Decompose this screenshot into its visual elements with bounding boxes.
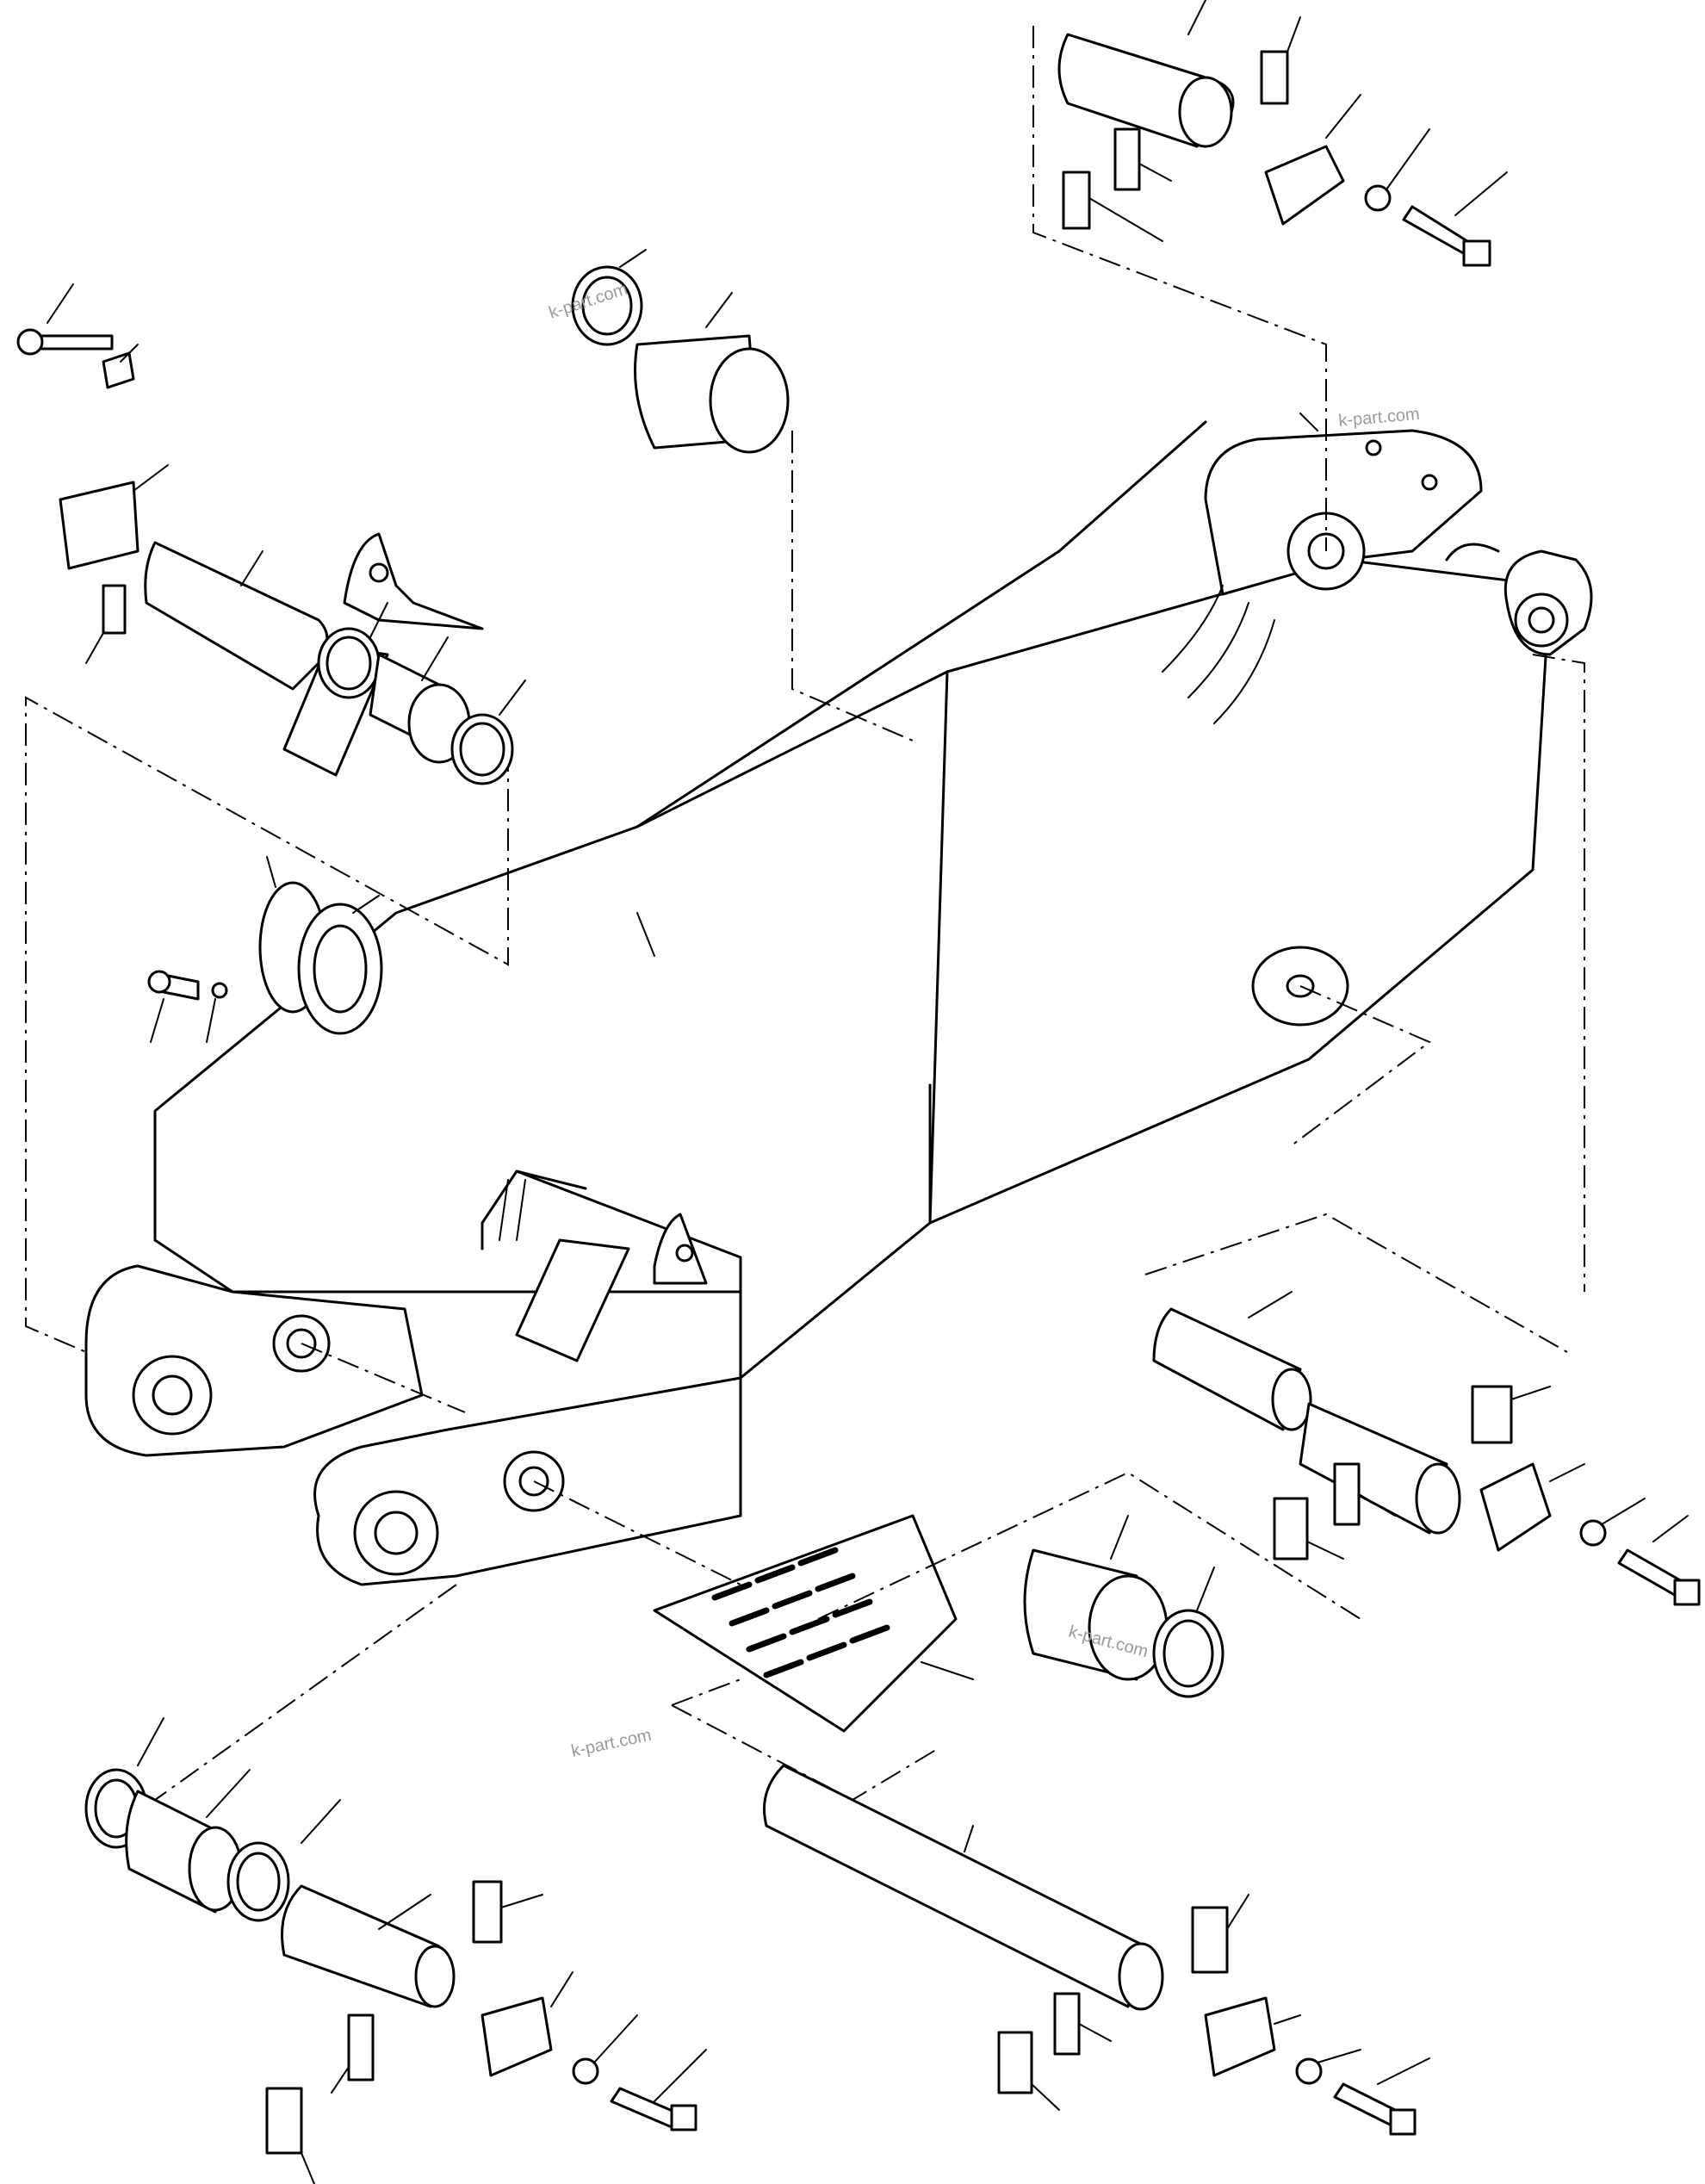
watermark-4: k-part.com bbox=[569, 1726, 653, 1761]
shim-plate bbox=[653, 1514, 974, 1733]
key-block-2 bbox=[1062, 171, 1091, 230]
key-block-3 bbox=[1471, 1385, 1513, 1444]
key-block-6 bbox=[997, 2031, 1033, 2094]
pin-2 bbox=[1152, 1307, 1302, 1431]
key-plate-3 bbox=[1333, 1462, 1361, 1526]
lock-plate-3 bbox=[1479, 1462, 1552, 1552]
lock-plate-1 bbox=[1264, 145, 1345, 226]
key-block-7 bbox=[472, 1880, 503, 1944]
lock-washer bbox=[102, 351, 135, 389]
key-block-1 bbox=[1260, 50, 1289, 105]
pin-3 bbox=[1299, 1402, 1448, 1535]
upper-bushing-assembly bbox=[571, 249, 790, 454]
frame-leader-lines bbox=[636, 413, 1318, 957]
boom-frame bbox=[84, 420, 1593, 1586]
key-block-5 bbox=[1191, 1906, 1229, 1974]
upper-left-pin-assembly bbox=[16, 283, 526, 785]
lock-plate-5 bbox=[480, 1996, 553, 2077]
watermark-2: k-part.com bbox=[1338, 405, 1421, 431]
washer bbox=[211, 982, 228, 999]
right-middle-pin-assembly bbox=[1152, 1291, 1701, 1606]
key-plate-2 bbox=[102, 584, 127, 635]
top-right-pin-assembly bbox=[1057, 0, 1508, 267]
middle-bushing-assembly bbox=[1023, 1515, 1224, 1698]
pin-5 bbox=[281, 1884, 441, 2008]
lock-plate-4 bbox=[1204, 1996, 1276, 2077]
long-pin-assembly bbox=[763, 1764, 1430, 2136]
key-block-8 bbox=[265, 2087, 303, 2155]
key-plate-1 bbox=[1113, 127, 1141, 191]
pin-4 bbox=[763, 1764, 1147, 2008]
side-cover-assembly bbox=[147, 856, 383, 1043]
key-plate-5 bbox=[347, 2013, 375, 2082]
bottom-left-pin-assembly bbox=[84, 1717, 707, 2184]
pin-1 bbox=[144, 541, 329, 691]
key-plate-4 bbox=[1053, 1992, 1081, 2056]
bolt-6 bbox=[610, 2087, 682, 2129]
key-block-4 bbox=[1273, 1497, 1309, 1560]
lock-plate-2 bbox=[59, 481, 140, 570]
explode-guide-lines bbox=[25, 26, 1585, 1802]
